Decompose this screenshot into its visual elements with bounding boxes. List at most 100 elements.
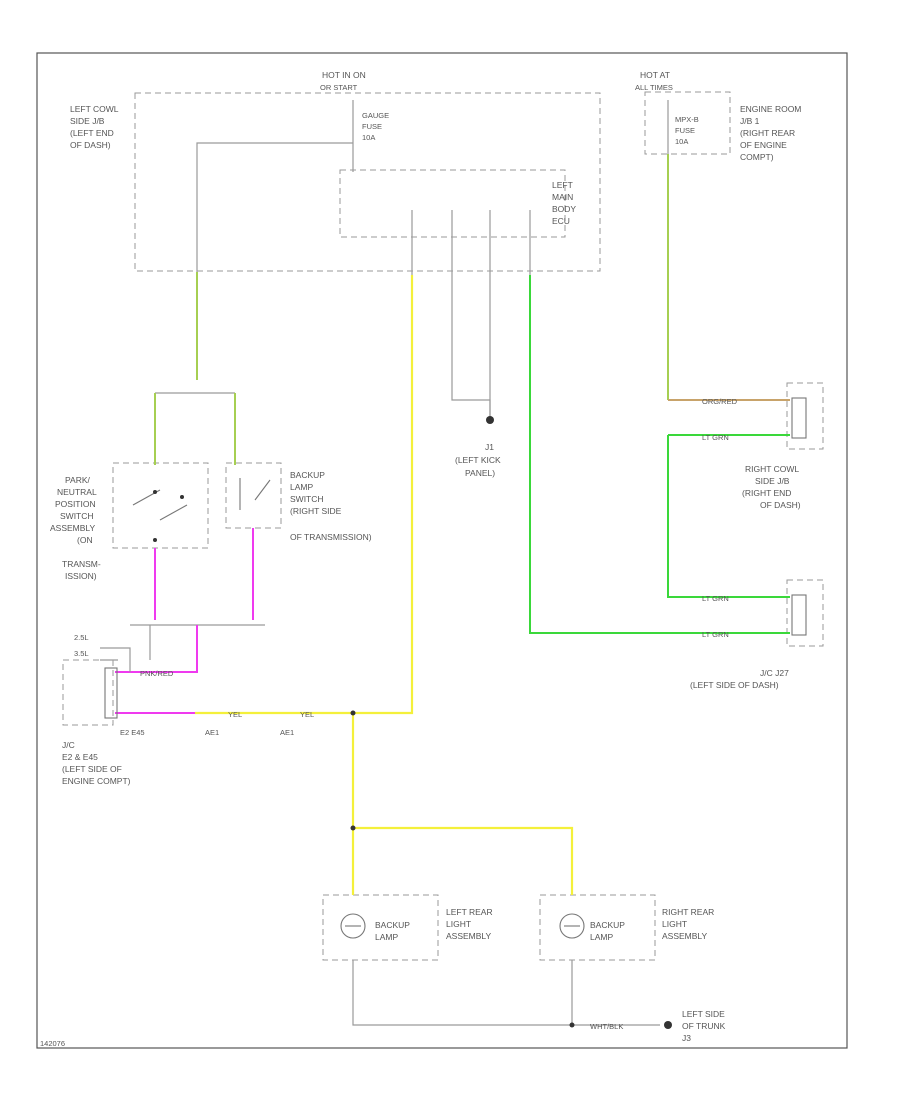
label-jc-e2-4: ENGINE COMPT) bbox=[62, 776, 131, 786]
backup-lamp-switch-box bbox=[225, 462, 282, 529]
label-wire-ltgrn: LT GRN bbox=[702, 433, 729, 442]
label-left-rear-1: LEFT REAR bbox=[446, 907, 493, 917]
label-pnp-2: NEUTRAL bbox=[57, 487, 97, 497]
label-engine-room-jb-1: ENGINE ROOM bbox=[740, 104, 801, 114]
jc-e2-connector bbox=[104, 667, 118, 719]
wire-pnk-red bbox=[115, 625, 198, 673]
label-mpx-fuse-2: FUSE bbox=[675, 126, 695, 135]
label-conn-ae1: AE1 bbox=[205, 728, 219, 737]
label-jc-j27-1: J/C J27 bbox=[760, 668, 789, 678]
pnp-switch-box bbox=[112, 462, 209, 549]
splice-main bbox=[350, 710, 356, 716]
label-engine-room-jb-2: J/B 1 bbox=[740, 116, 760, 126]
splice-ground bbox=[569, 1022, 575, 1028]
label-right-rear-1: RIGHT REAR bbox=[662, 907, 714, 917]
wire-lt-grn-jc bbox=[667, 435, 790, 598]
label-lamp-right: BACKUP bbox=[590, 920, 625, 930]
wire-lt-grn-ecu bbox=[529, 275, 790, 634]
label-jc-e2-3: (LEFT SIDE OF bbox=[62, 764, 122, 774]
label-lamp-left-2: LAMP bbox=[375, 932, 398, 942]
label-mpx-fuse-3: 10A bbox=[675, 137, 688, 146]
label-opt-35l: 3.5L bbox=[74, 649, 89, 658]
label-hot-in-on-sub: OR START bbox=[320, 83, 358, 92]
label-conn-ae1b: AE1 bbox=[280, 728, 294, 737]
label-pnp-6: (ON bbox=[77, 535, 93, 545]
label-pnp-4: SWITCH bbox=[60, 511, 94, 521]
label-wire-yel2: YEL bbox=[300, 710, 314, 719]
label-left-main-body-2: MAIN bbox=[552, 192, 573, 202]
label-lamp-left: BACKUP bbox=[375, 920, 410, 930]
label-engine-room-jb-5: COMPT) bbox=[740, 152, 774, 162]
wire-gauge-branch bbox=[196, 142, 353, 272]
label-wire-ltgrn2: LT GRN bbox=[702, 594, 729, 603]
label-right-rear-2: LIGHT bbox=[662, 919, 687, 929]
label-wire-whtblk: WHT/BLK bbox=[590, 1022, 623, 1031]
label-right-cowl-1: RIGHT COWL bbox=[745, 464, 799, 474]
label-left-cowl-2: SIDE J/B bbox=[70, 116, 105, 126]
label-wire-pnkred: PNK/RED bbox=[140, 669, 174, 678]
diagram-frame bbox=[36, 52, 848, 1049]
pnp-switch-contact-2 bbox=[159, 504, 188, 521]
label-mpx-fuse-1: MPX-B bbox=[675, 115, 699, 124]
label-backup-sw-4: (RIGHT SIDE bbox=[290, 506, 342, 516]
label-pnp-3: POSITION bbox=[55, 499, 96, 509]
wire-wht-blk-ground bbox=[352, 960, 573, 1026]
label-wire-ltgrn3: LT GRN bbox=[702, 630, 729, 639]
label-pnp-5: ASSEMBLY bbox=[50, 523, 96, 533]
label-right-cowl-4: OF DASH) bbox=[760, 500, 801, 510]
label-jc-e2-2: E2 & E45 bbox=[62, 752, 98, 762]
label-wire-yel: YEL bbox=[228, 710, 242, 719]
label-left-main-body-4: ECU bbox=[552, 216, 570, 226]
label-backup-sw-2: LAMP bbox=[290, 482, 313, 492]
pnp-contact-dot-3 bbox=[153, 538, 157, 542]
label-jc-j27-2: (LEFT SIDE OF DASH) bbox=[690, 680, 779, 690]
label-left-main-body-3: BODY bbox=[552, 204, 576, 214]
jc-j27-connector bbox=[791, 594, 807, 636]
label-lamp-right-2: LAMP bbox=[590, 932, 613, 942]
jc-e2-e45-box bbox=[62, 659, 114, 726]
label-gauge-fuse: GAUGE bbox=[362, 111, 389, 120]
label-conn-e2e45: E2 E45 bbox=[120, 728, 145, 737]
label-pnp-7: TRANSM- bbox=[62, 559, 101, 569]
left-cowl-jb-box bbox=[134, 92, 601, 272]
label-gauge-fuse-2: FUSE bbox=[362, 122, 382, 131]
pnp-contact-dot-2 bbox=[180, 495, 184, 499]
label-backup-sw-3: SWITCH bbox=[290, 494, 324, 504]
label-opt-25l: 2.5L bbox=[74, 633, 89, 642]
label-hot-in-on: HOT IN ON bbox=[322, 70, 366, 80]
label-pnp-1: PARK/ bbox=[65, 475, 91, 485]
label-footer-id: 142076 bbox=[40, 1039, 65, 1048]
label-wire-orgred: ORG/RED bbox=[702, 397, 738, 406]
label-backup-sw-5: OF TRANSMISSION) bbox=[290, 532, 372, 542]
label-ground-3: J3 bbox=[682, 1033, 691, 1043]
splice-lamps bbox=[350, 825, 356, 831]
right-backup-lamp-symbol bbox=[559, 913, 585, 939]
right-cowl-connector bbox=[791, 397, 807, 439]
label-hot-at-2: ALL TIMES bbox=[635, 83, 673, 92]
label-left-kick-3: PANEL) bbox=[465, 468, 495, 478]
label-jc-e2-1: J/C bbox=[62, 740, 75, 750]
left-backup-lamp-symbol bbox=[340, 913, 366, 939]
label-left-cowl-3: (LEFT END bbox=[70, 128, 114, 138]
label-left-rear-2: LIGHT bbox=[446, 919, 471, 929]
label-right-cowl-3: (RIGHT END bbox=[742, 488, 791, 498]
label-engine-room-jb-3: (RIGHT REAR bbox=[740, 128, 795, 138]
label-pnp-8: ISSION) bbox=[65, 571, 97, 581]
label-left-kick-2: (LEFT KICK bbox=[455, 455, 501, 465]
backup-switch-blade bbox=[254, 479, 271, 501]
label-right-cowl-2: SIDE J/B bbox=[755, 476, 790, 486]
label-hot-at: HOT AT bbox=[640, 70, 670, 80]
wire-25l bbox=[100, 647, 131, 672]
label-gauge-fuse-3: 10A bbox=[362, 133, 375, 142]
kick-panel-ground-icon bbox=[486, 416, 494, 424]
label-right-rear-3: ASSEMBLY bbox=[662, 931, 708, 941]
label-ground-2: OF TRUNK bbox=[682, 1021, 726, 1031]
jc-j27-box bbox=[786, 579, 824, 647]
wire-yel-right-lamp bbox=[353, 826, 574, 895]
ground-point-icon bbox=[664, 1021, 672, 1029]
pnp-contact-dot-1 bbox=[153, 490, 157, 494]
engine-room-jb-box bbox=[644, 91, 731, 155]
label-left-rear-3: ASSEMBLY bbox=[446, 931, 492, 941]
